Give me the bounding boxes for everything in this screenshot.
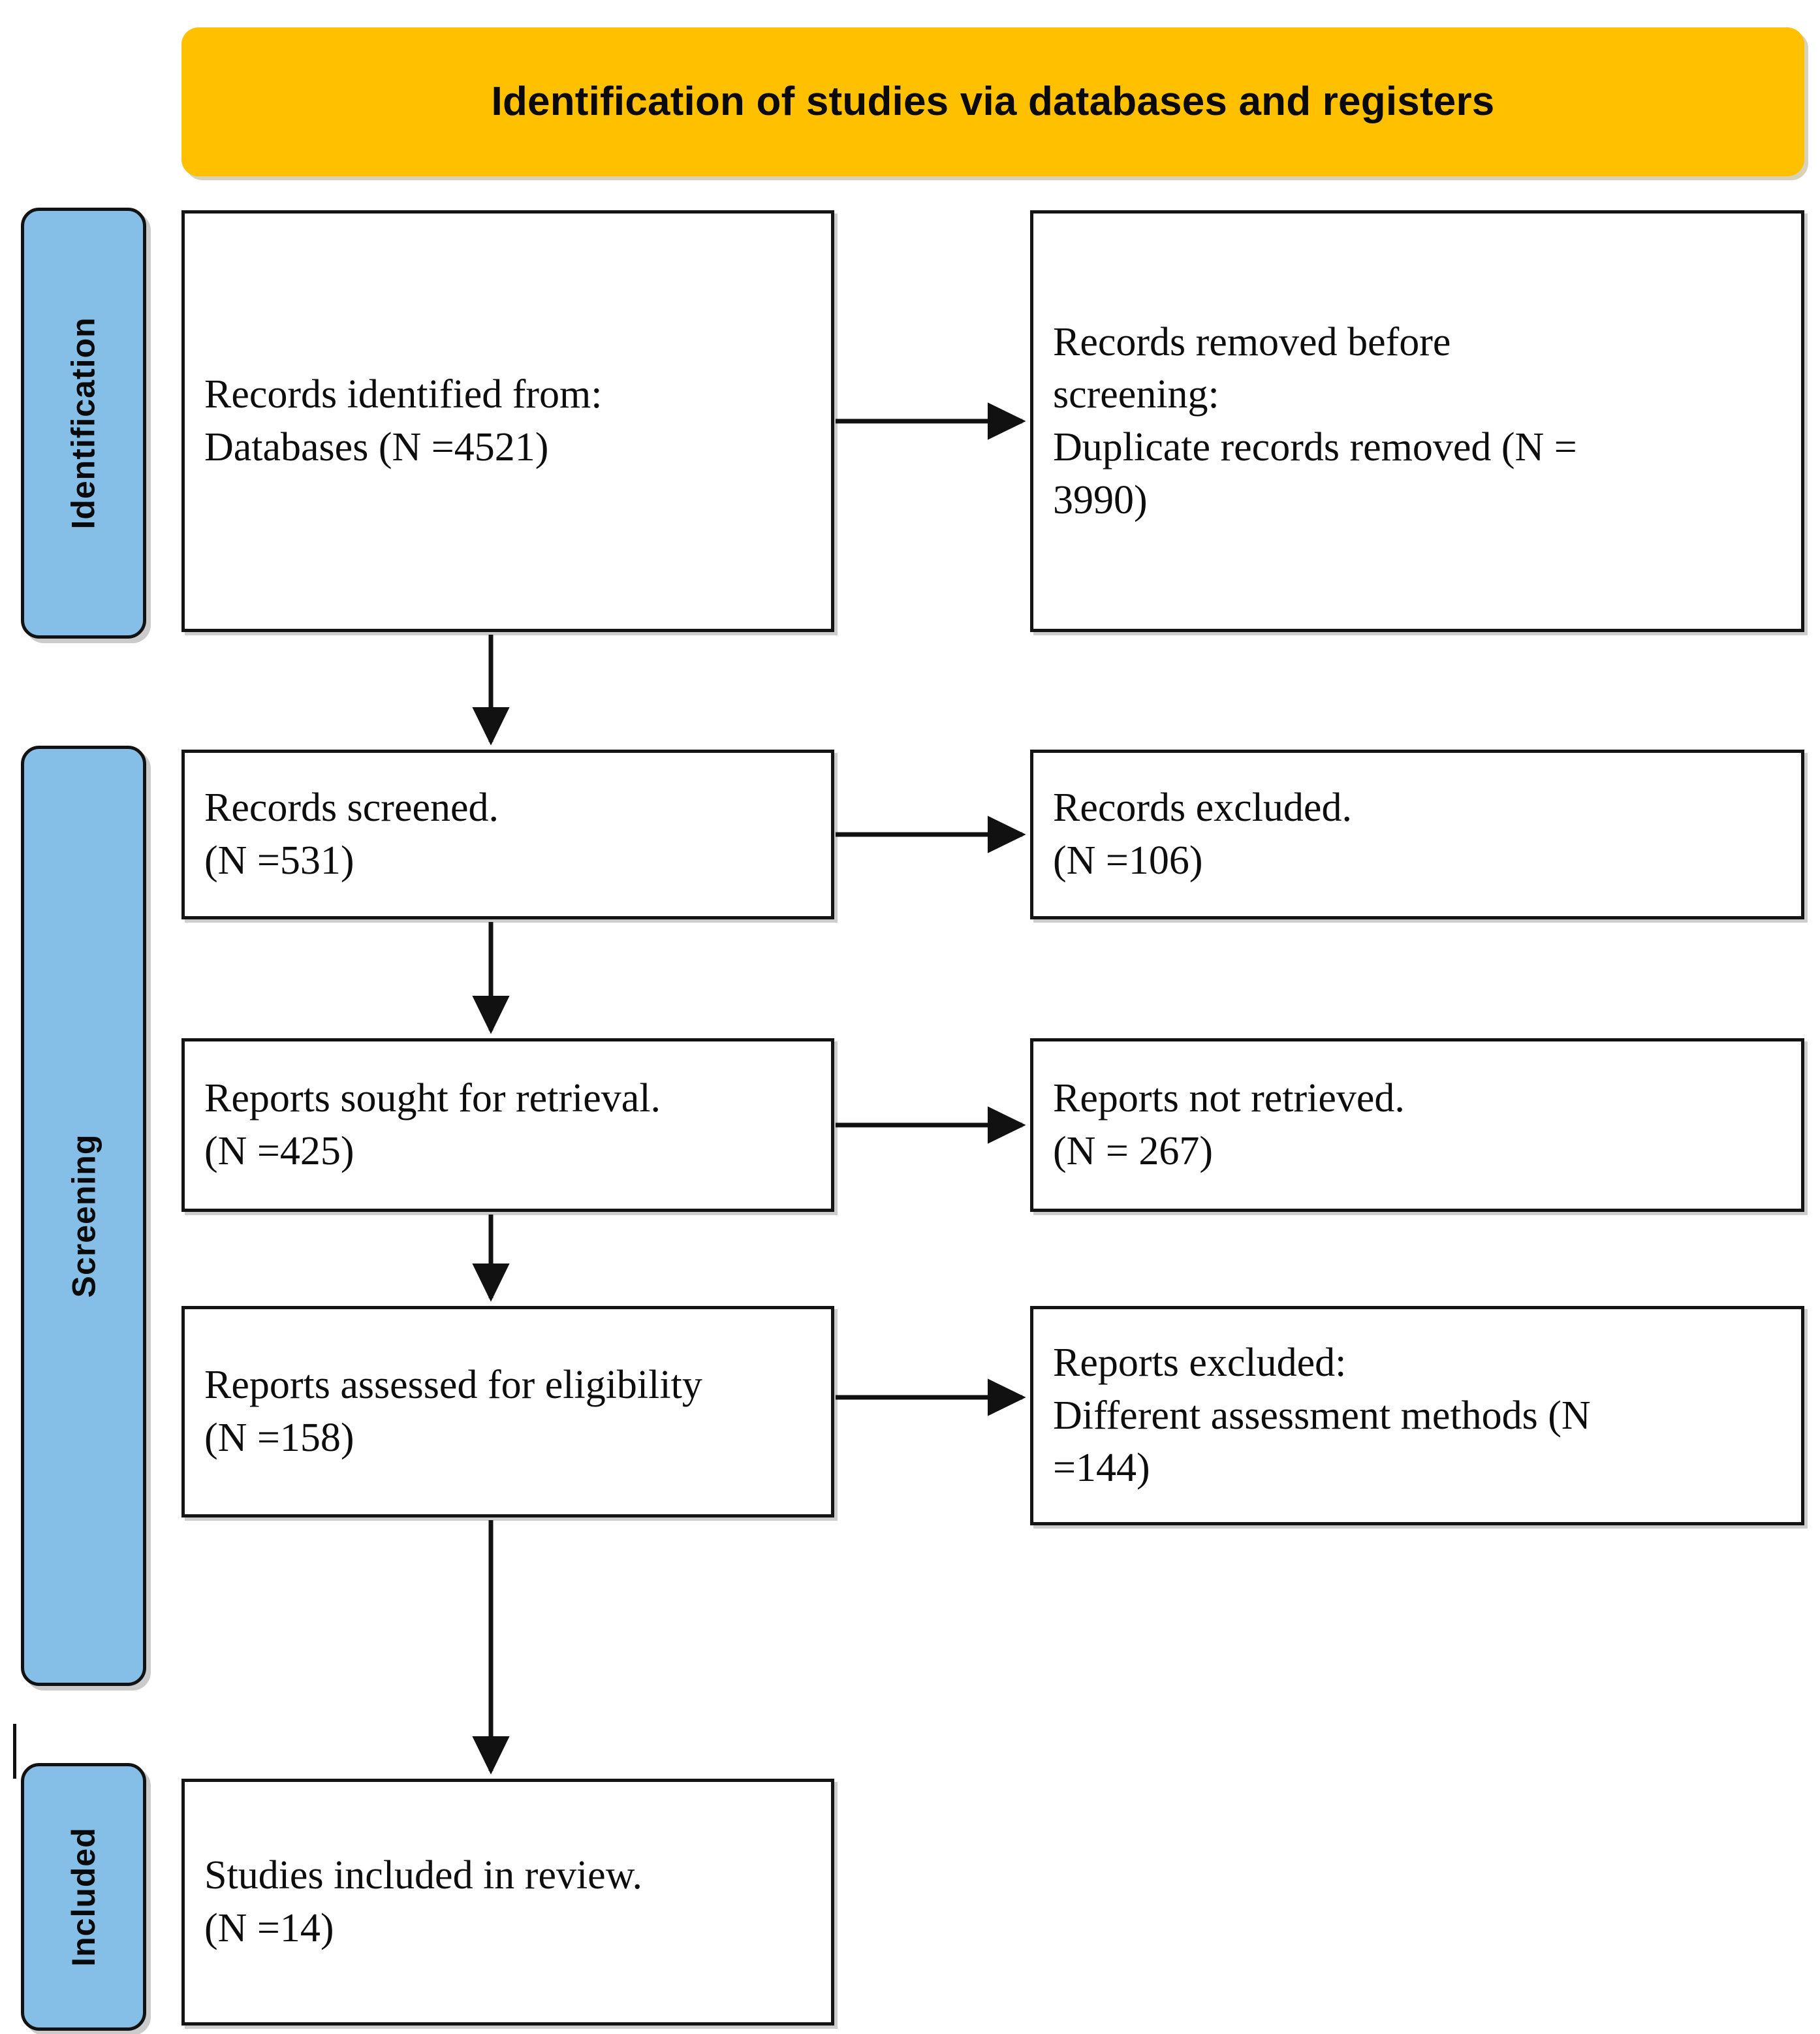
box-records-identified-line2: Databases (N =4521) <box>204 425 549 469</box>
box-records-excluded-line2: (N =106) <box>1053 838 1203 883</box>
box-studies-included-in-review: Studies included in review. (N =14) <box>181 1779 834 2026</box>
box-records-identified-line1: Records identified from: <box>204 372 603 417</box>
box-records-removed-line3: Duplicate records removed (N = <box>1053 425 1577 469</box>
box-reports-excluded: Reports excluded: Different assessment m… <box>1030 1306 1804 1525</box>
box-reports-excluded-line3: =144) <box>1053 1446 1150 1491</box>
box-records-removed-before-screening: Records removed before screening: Duplic… <box>1030 210 1804 632</box>
stage-tab-included: Included <box>21 1763 146 2031</box>
stage-divider-tick <box>13 1724 16 1779</box>
box-reports-assessed-for-eligibility: Reports assessed for eligibility (N =158… <box>181 1306 834 1518</box>
box-studies-included-line2: (N =14) <box>204 1906 334 1950</box>
box-reports-sought-line2: (N =425) <box>204 1129 354 1173</box>
box-reports-sought-for-retrieval: Reports sought for retrieval. (N =425) <box>181 1038 834 1212</box>
box-records-screened-line2: (N =531) <box>204 838 354 883</box>
box-reports-assessed-line2: (N =158) <box>204 1416 354 1460</box>
box-records-removed-line4: 3990) <box>1053 477 1148 522</box>
box-records-removed-line2: screening: <box>1053 372 1219 417</box>
stage-tab-identification-label: Identification <box>65 317 102 530</box>
box-records-identified: Records identified from: Databases (N =4… <box>181 210 834 632</box>
box-reports-not-retrieved: Reports not retrieved. (N = 267) <box>1030 1038 1804 1212</box>
box-reports-not-retrieved-line1: Reports not retrieved. <box>1053 1076 1405 1121</box>
stage-tab-included-label: Included <box>65 1827 102 1967</box>
box-reports-excluded-line1: Reports excluded: <box>1053 1341 1347 1386</box>
box-reports-excluded-line2: Different assessment methods (N <box>1053 1393 1591 1438</box>
box-studies-included-line1: Studies included in review. <box>204 1853 642 1898</box>
box-reports-assessed-line1: Reports assessed for eligibility <box>204 1363 702 1408</box>
stage-tab-identification: Identification <box>21 208 146 639</box>
box-records-removed-line1: Records removed before <box>1053 319 1451 364</box>
banner-identification-header: Identification of studies via databases … <box>181 27 1804 176</box>
stage-tab-screening: Screening <box>21 746 146 1686</box>
box-records-screened: Records screened. (N =531) <box>181 750 834 919</box>
box-reports-sought-line1: Reports sought for retrieval. <box>204 1076 661 1121</box>
box-records-excluded-line1: Records excluded. <box>1053 786 1352 831</box>
banner-title: Identification of studies via databases … <box>491 78 1495 124</box>
box-records-screened-line1: Records screened. <box>204 786 499 831</box>
box-records-excluded: Records excluded. (N =106) <box>1030 750 1804 919</box>
box-reports-not-retrieved-line2: (N = 267) <box>1053 1129 1214 1173</box>
stage-tab-screening-label: Screening <box>65 1134 102 1298</box>
